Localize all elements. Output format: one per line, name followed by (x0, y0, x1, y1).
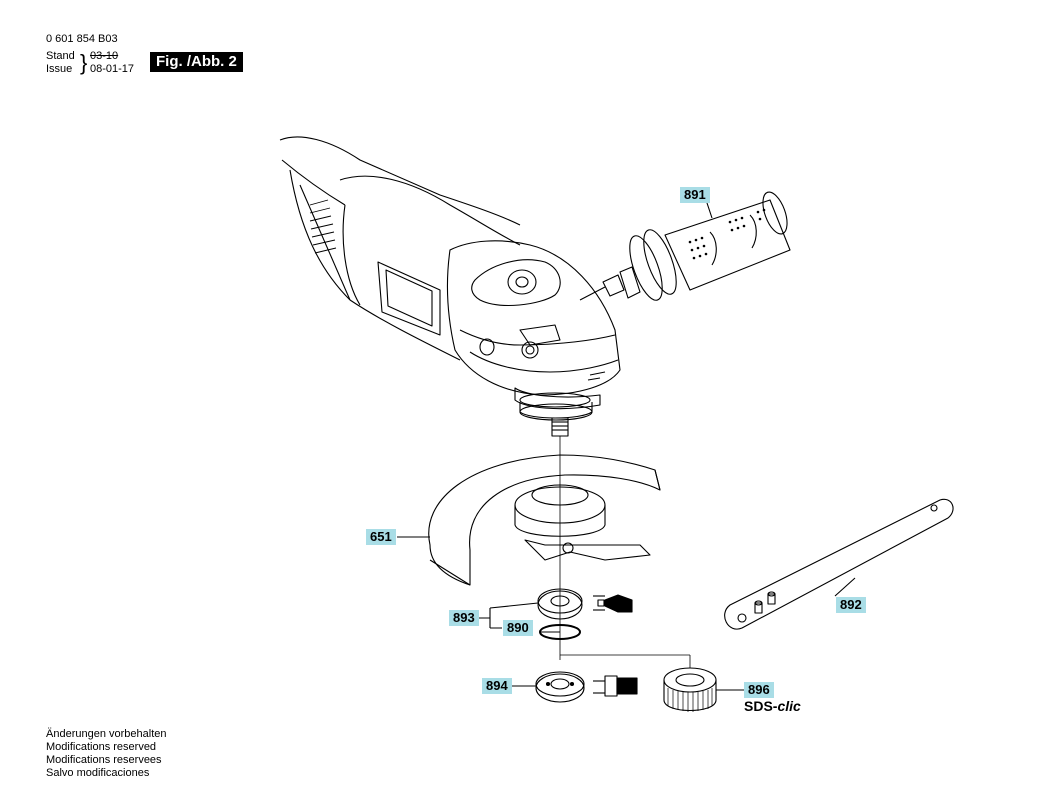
part-callout-894: 894 (482, 678, 512, 694)
spanner-drawing (724, 498, 954, 630)
leader-893-890 (478, 602, 539, 629)
leader-891 (706, 202, 713, 219)
stand-label: Stand (46, 50, 75, 62)
document-number: 0 601 854 B03 (46, 33, 118, 45)
part-callout-891: 891 (680, 187, 710, 203)
auxiliary-handle-drawing (579, 191, 791, 301)
note-de: Änderungen vorbehalten (46, 728, 167, 740)
sds-suffix: clic (777, 698, 801, 714)
part-callout-651: 651 (366, 529, 396, 545)
modification-notes: Änderungen vorbehalten Modifications res… (46, 728, 166, 780)
sds-clic-label: SDS-clic (744, 698, 801, 714)
revision-block: Stand Issue } 03-10 08-01-17 (46, 50, 166, 80)
note-es: Salvo modificaciones (46, 767, 150, 779)
part-callout-890: 890 (503, 620, 533, 636)
part-callout-893: 893 (449, 610, 479, 626)
issue-label: Issue (46, 63, 73, 75)
clamp-nut-894-drawing (535, 671, 585, 703)
revision-date: 08-01-17 (90, 63, 135, 75)
flange-893-drawing (537, 588, 583, 620)
note-fr: Modifications reservees (46, 754, 162, 766)
sds-clic-nut-drawing (663, 667, 717, 712)
orientation-symbol-893 (593, 594, 633, 613)
grinder-body-drawing (279, 136, 621, 437)
leader-892 (834, 577, 856, 597)
guard-drawing (428, 454, 661, 586)
orientation-symbol-894 (593, 675, 638, 697)
sds-prefix: SDS- (744, 698, 778, 714)
old-revision-date: 03-10 (90, 50, 119, 62)
note-en: Modifications reserved (46, 741, 157, 753)
figure-label: Fig. /Abb. 2 (150, 52, 243, 72)
part-callout-896: 896 (744, 682, 774, 698)
brace-glyph: } (80, 50, 88, 75)
part-callout-892: 892 (836, 597, 866, 613)
